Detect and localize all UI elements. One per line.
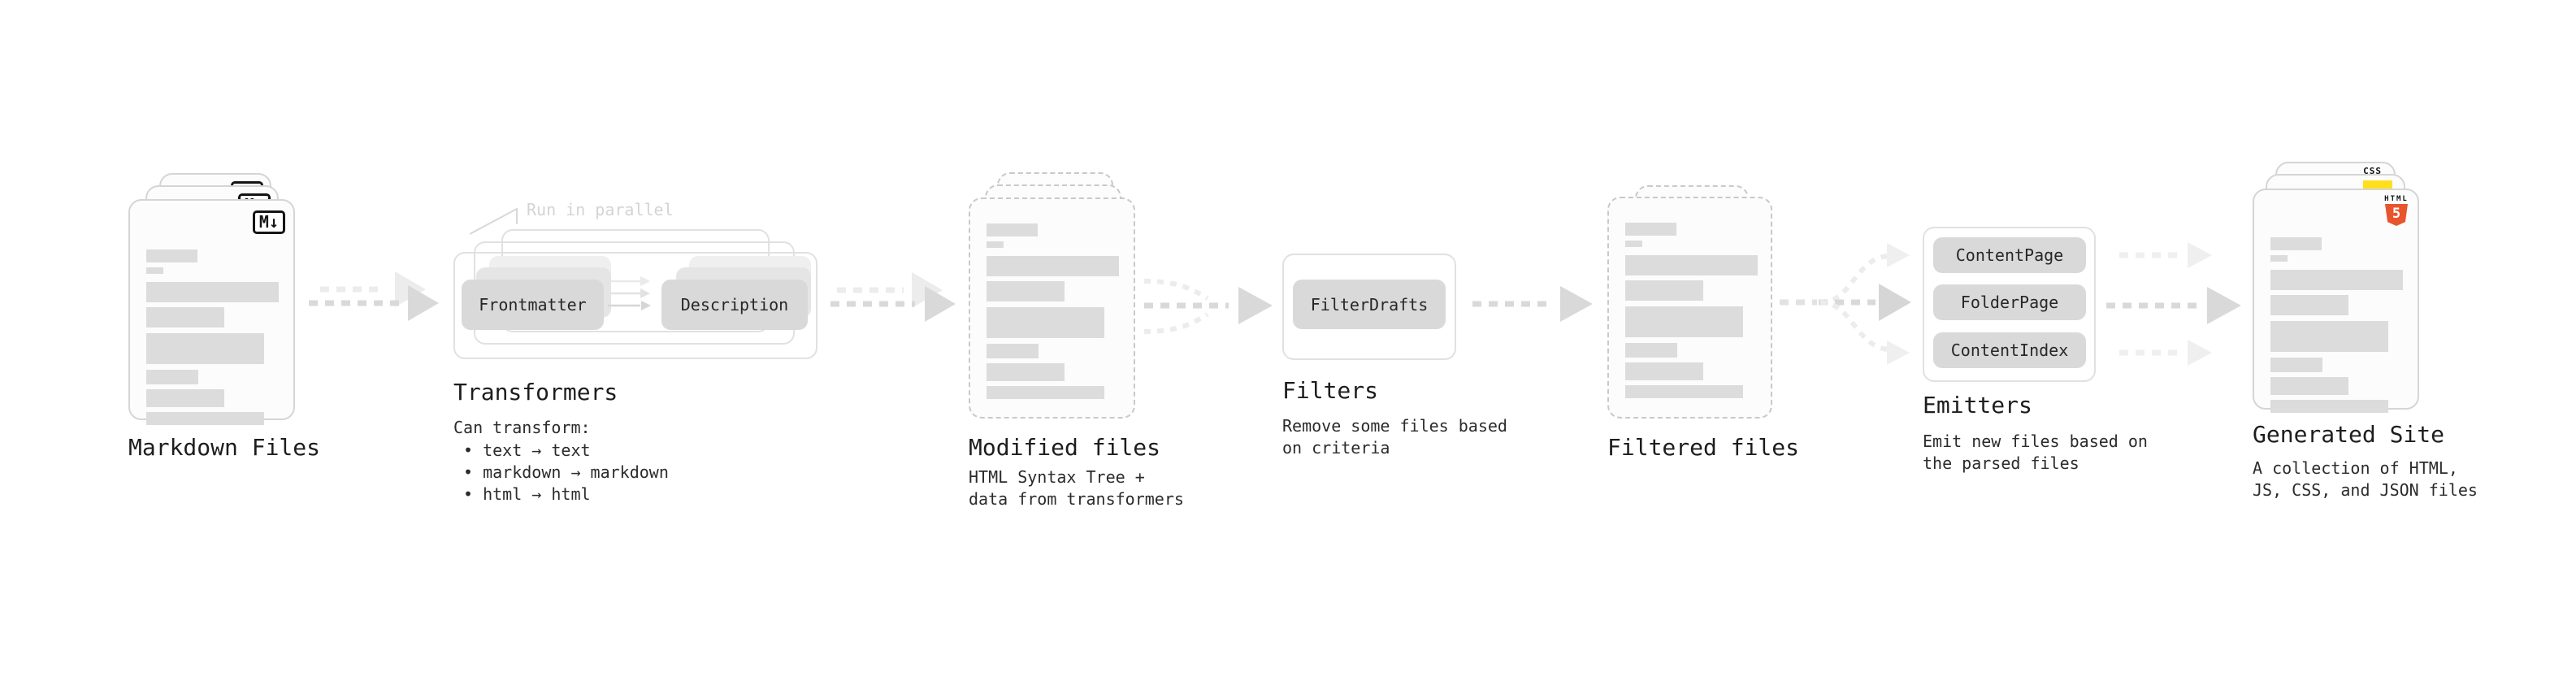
transformers-bullet: • text → text [463,440,591,460]
markdown-icon: M↓ [252,210,285,234]
arrow-modified-files-to-filters-merge [1143,279,1273,334]
stage-title-generated-site: Generated Site [2253,421,2445,448]
emitters-container [1923,227,2096,382]
stage-title-transformers: Transformers [453,379,618,406]
filters-container [1282,254,1456,360]
filters-caption: Remove some files based on criteria [1282,416,1507,458]
stage-title-modified-files: Modified files [969,434,1161,461]
transformers-container [453,252,817,359]
filtered-file-card [1607,197,1772,419]
transformers-bullet: • markdown → markdown [463,462,669,482]
modified-file-card [969,197,1135,419]
transformers-caption: Can transform: [453,418,591,437]
frontmatter-box: Frontmatter [462,280,604,330]
generated-site-caption: A collection of HTML, JS, CSS, and JSON … [2253,458,2478,500]
modified-files-caption: HTML Syntax Tree + data from transformer… [969,467,1184,509]
document-content-placeholder [987,223,1121,399]
html5-icon-shield: 5 [2385,204,2408,226]
contentpage-box: ContentPage [1933,237,2086,273]
run-in-parallel-annotation: Run in parallel [527,200,674,219]
stage-title-filtered-files: Filtered files [1607,434,1800,461]
contentindex-box: ContentIndex [1933,332,2086,368]
markdown-file-card: M↓ [128,199,295,425]
stage-title-emitters: Emitters [1923,392,2032,419]
stage-title-markdown-files: Markdown Files [128,434,321,461]
document-content-placeholder [146,249,280,425]
generated-html-file-card: HTML 5 [2253,189,2419,413]
description-box: Description [661,280,808,330]
html5-icon-label: HTML [2384,195,2409,203]
arrow-markdown-to-transformers [309,271,439,321]
document-content-placeholder [1625,223,1759,398]
transformers-bullet: • html → html [463,484,591,504]
filterdrafts-box: FilterDrafts [1293,280,1446,329]
emitters-caption: Emit new files based on the parsed files [1923,432,2148,473]
arrow-filters-to-filtered-files [1472,286,1593,322]
folderpage-box: FolderPage [1933,284,2086,320]
transformers-bullet-list: • text → text • markdown → markdown • ht… [463,440,669,505]
arrow-transformers-to-modified-files [830,272,956,322]
arrow-filtered-files-to-emitters-split [1780,243,1911,365]
html5-icon: HTML 5 [2383,195,2409,226]
document-content-placeholder [2270,237,2405,413]
stage-title-filters: Filters [1282,377,1379,404]
arrows-emitters-to-generated-site [2106,242,2241,366]
